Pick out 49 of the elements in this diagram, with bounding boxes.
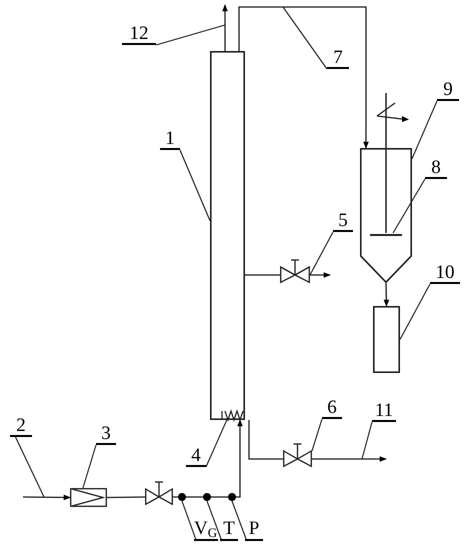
callout-number: 6 (322, 399, 342, 419)
pipe-arrow (248, 420, 283, 460)
measurement-point (178, 493, 186, 501)
leader-line (361, 422, 373, 460)
callout-number: 8 (425, 159, 447, 179)
callout-number: 7 (327, 49, 349, 69)
callout-number: 12 (122, 25, 156, 45)
callout-number: V$_{G}$ (194, 520, 218, 541)
measurement-point (203, 493, 211, 501)
impeller (370, 233, 402, 237)
callout-number: 5 (333, 212, 353, 232)
measurement-point (228, 493, 236, 501)
callout-number: T (220, 520, 238, 541)
leader-line (310, 232, 334, 276)
valve-symbol (283, 443, 312, 467)
leader-line (82, 444, 97, 488)
column-tower (210, 51, 245, 420)
callout-number: 10 (430, 264, 460, 284)
pipe-arrow (312, 456, 387, 462)
valve-symbol (280, 259, 310, 283)
callout-number: P (245, 520, 263, 541)
leader-line (156, 24, 226, 46)
leader-line (400, 284, 430, 340)
leader-line (180, 150, 210, 221)
callout-number: 1 (160, 130, 180, 150)
callout-number: 9 (437, 81, 459, 101)
pipe-arrow (238, 6, 369, 149)
tank-vessel (360, 148, 412, 283)
pipe-arrow (236, 419, 243, 498)
callout-number: 11 (372, 402, 396, 422)
leader-line (282, 6, 328, 70)
callout-number: 2 (10, 417, 32, 437)
valve-symbol (145, 481, 173, 505)
pipe-arrow (384, 282, 390, 307)
callout-number: 3 (96, 425, 116, 445)
leader-line (15, 436, 44, 498)
pipe-arrow (23, 494, 71, 500)
leader-line (181, 500, 197, 542)
pipe-arrow (222, 4, 228, 51)
distributor-nozzles (221, 411, 244, 420)
receiver-box (373, 306, 400, 373)
pipe-arrow (310, 272, 331, 278)
leader-line (206, 500, 222, 542)
leader-line (392, 178, 426, 234)
flowmeter (70, 488, 107, 507)
leader-line (412, 100, 438, 160)
leader-line (231, 500, 248, 542)
leader-line (311, 418, 323, 452)
callout-number: 4 (186, 447, 206, 467)
